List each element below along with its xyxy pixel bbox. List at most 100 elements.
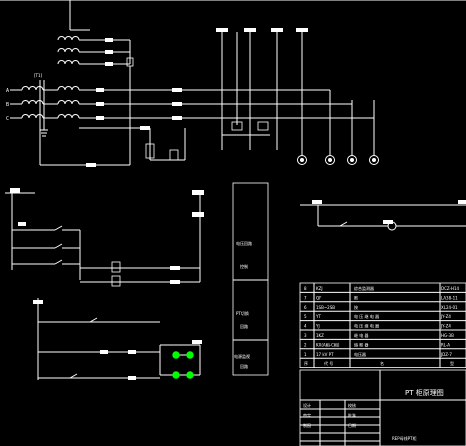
- pt-designation: [T1]: [34, 73, 43, 78]
- bom-code: QF: [316, 295, 322, 300]
- phase-fuse-block: [172, 116, 182, 120]
- open-delta-terminal: [140, 126, 150, 130]
- circuit-label-panel: [232, 182, 269, 376]
- status-indicator-3: [172, 371, 180, 379]
- branch-terminal-2: [170, 280, 180, 284]
- pt-primary-coil: [35, 100, 44, 105]
- bom-model: JDZ-7: [440, 352, 452, 357]
- monitor-fuse: [383, 220, 393, 224]
- status-indicator-1: [172, 351, 180, 359]
- pt-secondary-main-coil: [57, 114, 66, 119]
- nc-contact: [54, 243, 63, 249]
- right-control-fuse: [192, 190, 204, 195]
- bom-code: 1SB~2SB: [316, 305, 335, 310]
- components-layer: [10, 28, 466, 446]
- bom-no: 7: [304, 295, 307, 300]
- indicator-lamp-1: [297, 155, 307, 165]
- pt-secondary-main-coil: [57, 86, 66, 91]
- bom-header-no: 序: [304, 360, 308, 366]
- relay-coil-km2: [111, 275, 121, 287]
- top-terminal-2: [244, 28, 256, 32]
- top-terminal-3: [271, 28, 283, 32]
- bom-code: 1KZ: [316, 333, 324, 338]
- switch-contact: [69, 373, 78, 379]
- bom-no: 1: [304, 352, 307, 357]
- panel-label-power-monitor: 电源监视: [234, 353, 250, 359]
- status-indicator-4: [186, 371, 194, 379]
- control-fuse: [10, 188, 20, 193]
- relay-contact-2: [257, 121, 269, 131]
- panel-label-circuit-2: 回路: [240, 363, 248, 369]
- pt-secondary-coil: [57, 48, 66, 53]
- panel-label-pt-switch: PT切换: [236, 310, 249, 316]
- lamp-terminal: [192, 340, 202, 344]
- relay-contact-1: [231, 121, 243, 131]
- pt-secondary-coil: [64, 60, 73, 65]
- pt-primary-coil: [35, 86, 44, 91]
- panel-label-voltage: 电压回路: [236, 240, 252, 246]
- phase-fuse-block: [172, 102, 182, 106]
- bom-name: 继 电 器: [354, 332, 369, 338]
- bom-name: 电压器: [354, 351, 366, 357]
- pt-primary-coil: [21, 86, 30, 91]
- indicator-lamp-4: [369, 155, 379, 165]
- pt-primary-coil: [35, 114, 44, 119]
- phase-terminal: [96, 116, 104, 120]
- top-terminal-4: [296, 28, 308, 32]
- secondary-terminal: [105, 62, 113, 66]
- bom-model: RL-A: [441, 342, 450, 347]
- voltage-relay-yj: [169, 149, 179, 161]
- bom-name: 电 压 继 电 器: [354, 313, 379, 319]
- bom-name: 综合监测器: [354, 285, 374, 291]
- pt-secondary-coil: [71, 48, 80, 53]
- bom-name: 断: [354, 294, 358, 300]
- bom-no: 2: [304, 342, 307, 347]
- pt-secondary-coil: [64, 36, 73, 41]
- lamp-filament: [300, 158, 304, 162]
- monitor-terminal: [312, 200, 322, 204]
- bom-no: 4: [304, 324, 307, 329]
- title-field-4: 制图: [303, 422, 311, 428]
- bom-no: 5: [304, 314, 307, 319]
- panel-label-circuit: 回路: [240, 323, 248, 329]
- drawing-subtitle: REP母线PT柜: [392, 435, 417, 441]
- bom-name: 按: [354, 304, 358, 310]
- secondary-fuse: [126, 57, 134, 67]
- pt-secondary-coil: [71, 60, 80, 65]
- secondary-terminal: [105, 50, 113, 54]
- bom-model: XL24-01: [441, 305, 458, 310]
- switch-contact: [89, 317, 98, 323]
- switch-terminal-top: [33, 300, 43, 304]
- phase-terminal: [96, 102, 104, 106]
- pt-primary-coil: [28, 86, 37, 91]
- pt-secondary-main-coil: [64, 100, 73, 105]
- control-terminal: [18, 222, 26, 226]
- title-block-frame: [299, 369, 466, 446]
- nc-contact: [54, 259, 63, 265]
- bom-header-code: 代 号: [324, 360, 333, 366]
- phase-label-c: C: [6, 116, 9, 122]
- bom-code: KX(A相-C相): [316, 341, 340, 347]
- pt-secondary-coil: [71, 36, 80, 41]
- bom-code: 17 kV PT: [316, 352, 334, 357]
- monitor-contact: [339, 221, 348, 227]
- title-field-0: 设计: [303, 402, 311, 408]
- switch-terminal: [100, 350, 108, 354]
- drawing-title: PT 柜原理图: [405, 388, 444, 397]
- bom-model: JY-Z4: [440, 324, 451, 329]
- pt-primary-coil: [21, 100, 30, 105]
- bom-code: YJ: [315, 324, 320, 329]
- bom-header-model: 型: [450, 360, 454, 366]
- pt-secondary-main-coil: [57, 100, 66, 105]
- bom-header-name: 名: [380, 360, 384, 366]
- indicator-lamp-2: [325, 155, 335, 165]
- title-field-2: 审定: [303, 412, 311, 418]
- phase-label-b: B: [6, 102, 9, 108]
- lamp-filament: [372, 158, 376, 162]
- status-indicator-2: [186, 351, 194, 359]
- bom-no: 6: [304, 305, 307, 310]
